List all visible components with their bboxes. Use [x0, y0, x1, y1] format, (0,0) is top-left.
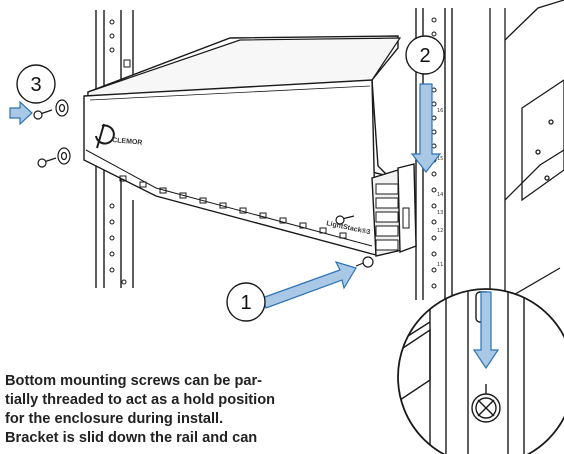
cassette-slots: [375, 183, 399, 251]
arrow-icon: [9, 100, 33, 126]
step-1-badge: 1: [226, 282, 266, 322]
rear-rack-frame: [489, 0, 564, 301]
screw-icon: [335, 215, 355, 225]
detail-magnifier: [397, 288, 564, 454]
caption-line: Bracket is slid down the rail and can: [5, 430, 258, 446]
svg-text:15: 15: [437, 156, 443, 162]
washer-icon: [57, 147, 71, 165]
caption-line: tially threaded to act as a hold positio…: [5, 392, 276, 408]
svg-text:11: 11: [437, 262, 443, 268]
brand-label: CLEMOR: [112, 137, 143, 147]
enclosure-vents: [119, 175, 347, 239]
arrow-icon: [410, 83, 442, 173]
washer-icon: [55, 99, 69, 117]
caption-line: for the enclosure during install.: [5, 411, 224, 427]
svg-text:13: 13: [437, 210, 443, 216]
clemor-logo-icon: [95, 123, 115, 149]
arrow-icon: [472, 291, 500, 370]
screw-icon: [33, 109, 53, 120]
caption: Bottom mounting screws can be par- tiall…: [5, 372, 390, 448]
enclosure: [83, 35, 417, 257]
svg-text:16: 16: [437, 108, 443, 114]
step-3-badge: 3: [16, 64, 56, 104]
left-rail-holes: [109, 19, 131, 285]
step-2-badge: 2: [405, 35, 445, 75]
rack-unit-numbers: 16 15 14 13 12 11: [437, 108, 443, 268]
svg-text:12: 12: [437, 228, 443, 234]
svg-text:2: 2: [419, 45, 430, 67]
screw-icon: [355, 256, 374, 268]
svg-text:3: 3: [30, 74, 41, 96]
screw-icon: [471, 384, 501, 423]
left-screws: [33, 99, 374, 268]
caption-line: Bottom mounting screws can be par-: [5, 373, 263, 389]
svg-text:14: 14: [437, 192, 443, 198]
screw-icon: [37, 157, 57, 168]
svg-text:1: 1: [240, 292, 251, 314]
arrow-icon: [261, 261, 357, 309]
